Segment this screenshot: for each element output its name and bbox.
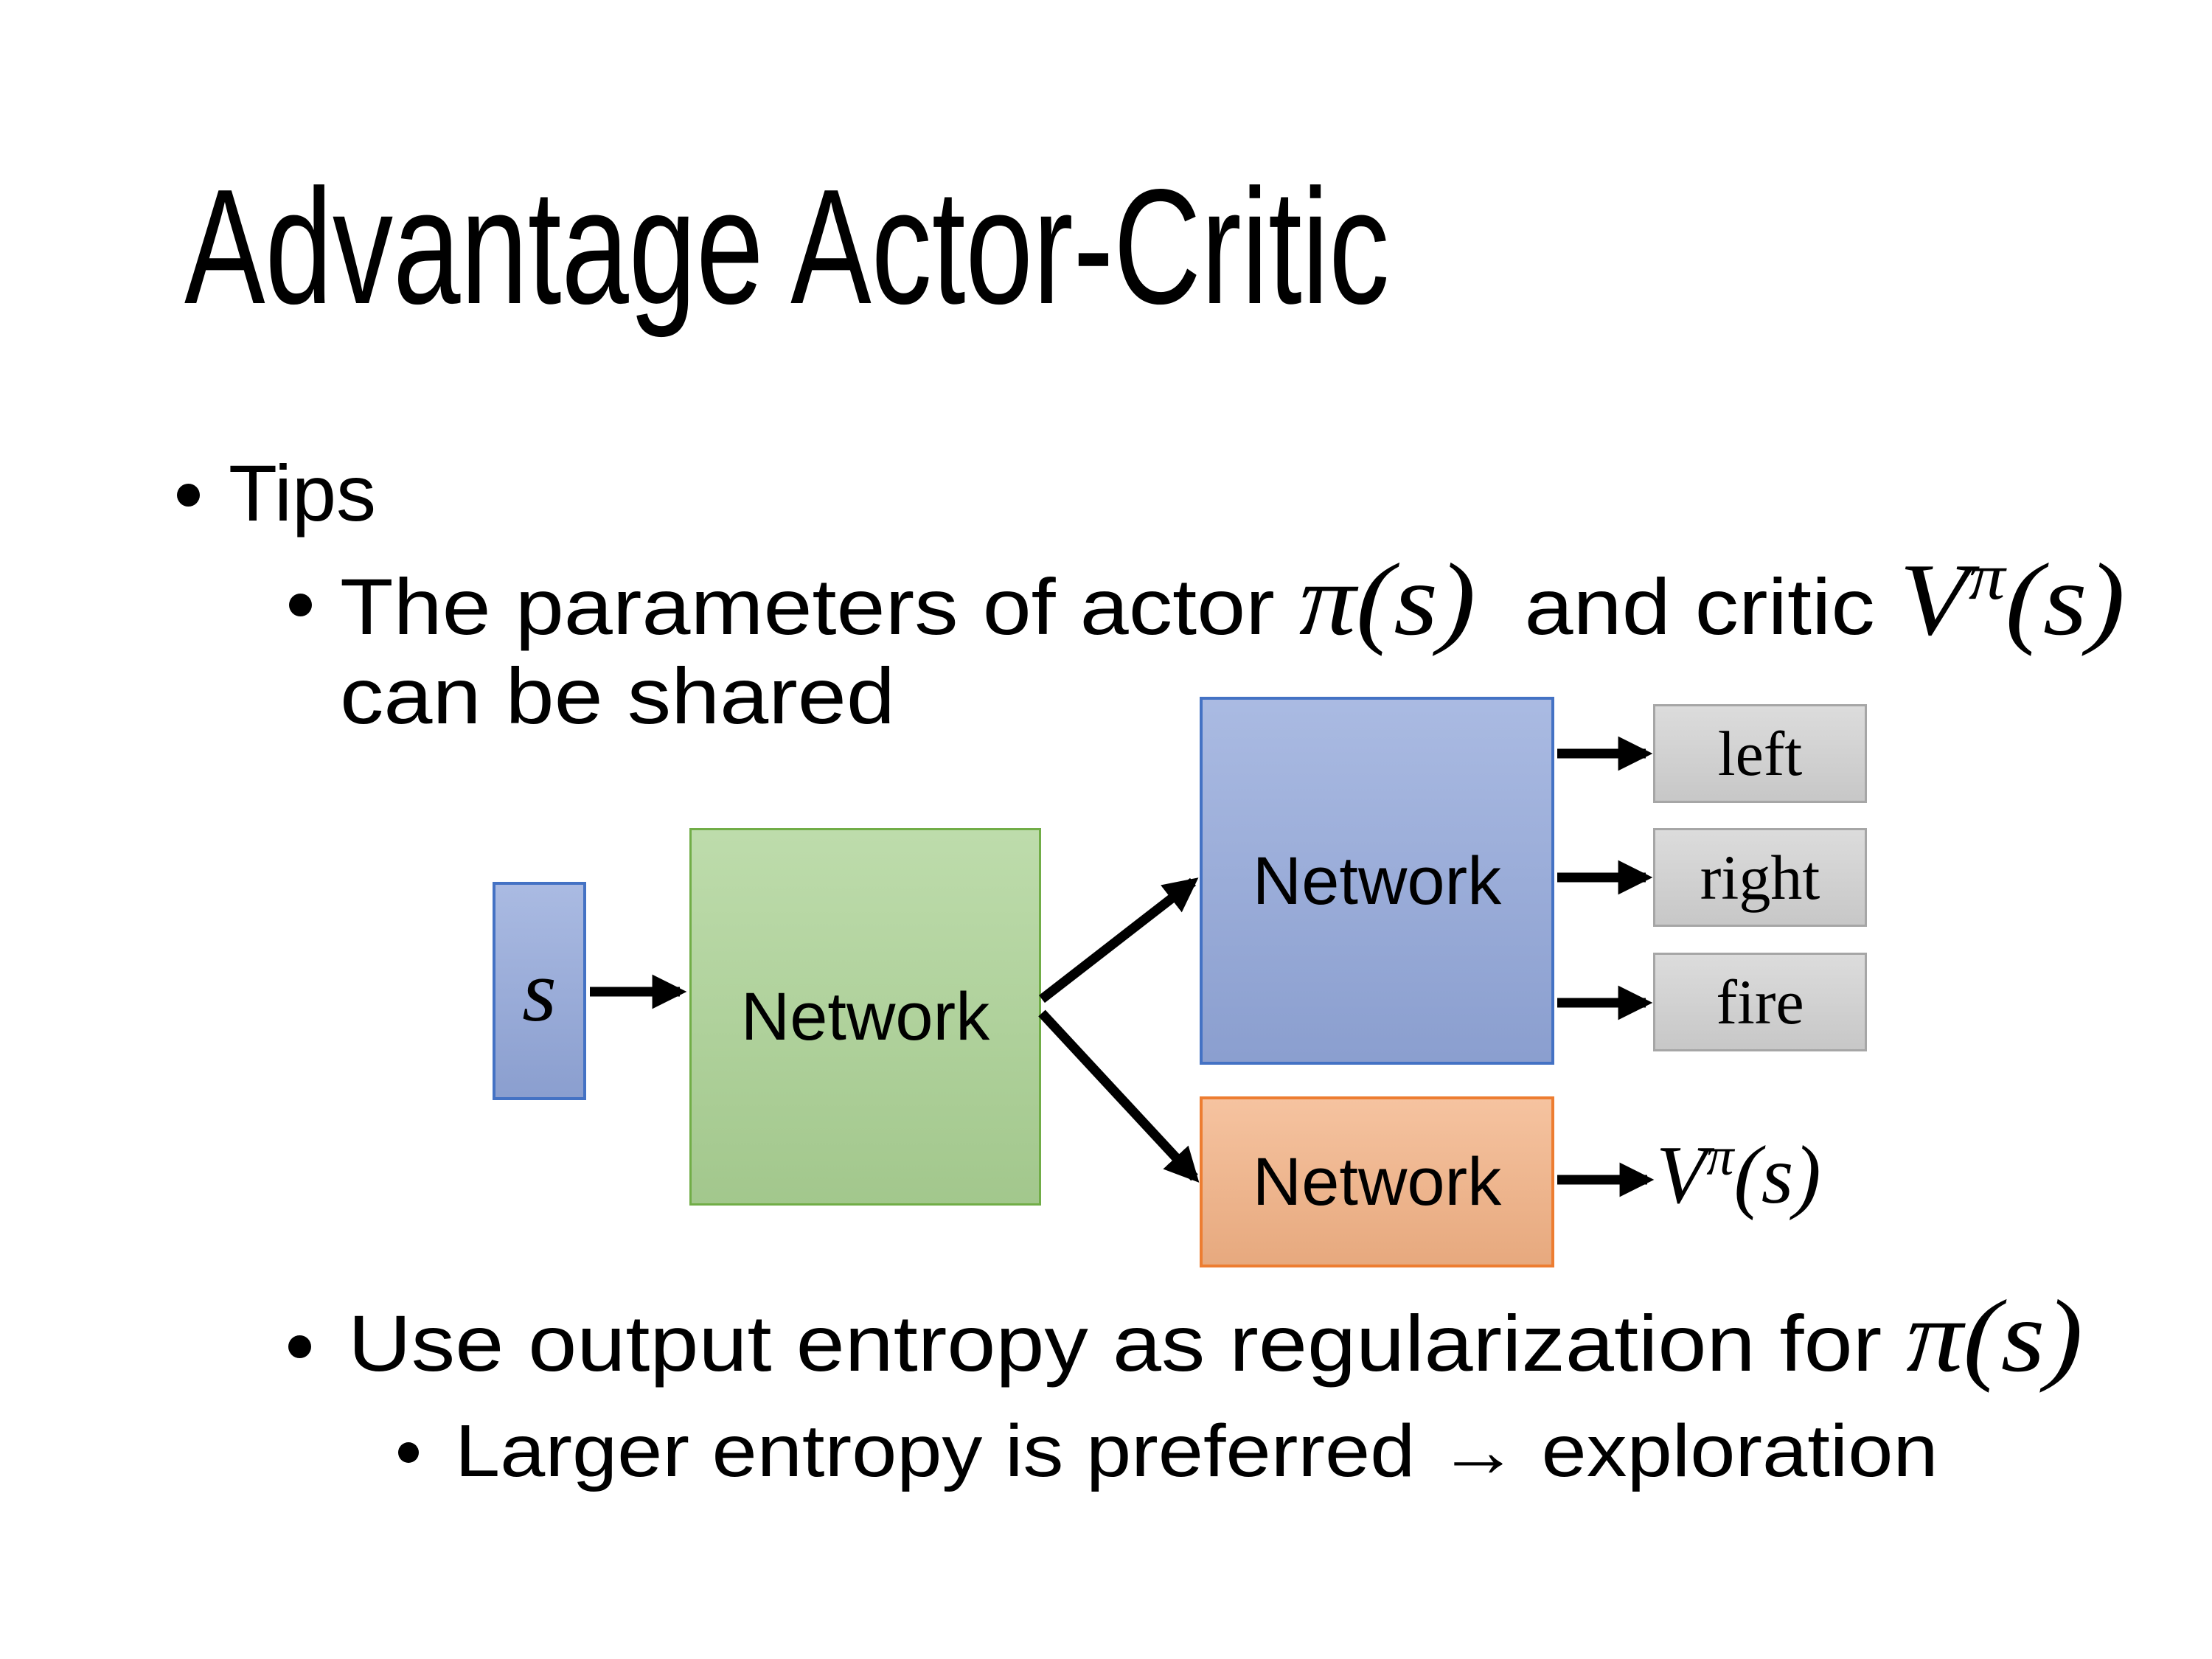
actor-network-label: Network <box>1252 843 1502 919</box>
math-critic-pi-sup: π <box>1968 540 2006 613</box>
action-fire-label: fire <box>1716 967 1804 1037</box>
action-fire-box: fire <box>1653 953 1867 1051</box>
value-sup: π <box>1706 1127 1734 1187</box>
input-state-box: s <box>493 882 586 1100</box>
bullet-tips: Tips <box>229 448 377 538</box>
arrow-shared-to-critic <box>1038 1009 1200 1183</box>
bullet-parameters-line: The parameters of actor π(s) and critic … <box>340 544 2125 652</box>
action-right-box: right <box>1653 828 1867 927</box>
bullet-entropy-line: Use output entropy as regularization for… <box>348 1285 2083 1388</box>
bullet-parameters-wrap-line: can be shared <box>340 651 895 740</box>
action-right-label: right <box>1700 842 1820 913</box>
value-args: (s) <box>1733 1130 1821 1221</box>
action-left-box: left <box>1653 704 1867 803</box>
critic-network-box: Network <box>1200 1096 1554 1267</box>
bullet-exploration-line: Larger entropy is preferred → exploratio… <box>455 1410 1938 1492</box>
text-run-middle: and critic <box>1475 562 1899 651</box>
shared-network-label: Network <box>740 979 990 1054</box>
math-pi-s: π(s) <box>1906 1279 2083 1394</box>
math-critic-args: (s) <box>2005 543 2126 657</box>
bullet-dot <box>177 484 200 507</box>
bullet-dot <box>289 594 312 616</box>
shared-network-box: Network <box>689 828 1041 1206</box>
bullet-dot <box>398 1442 419 1463</box>
bullet-dot <box>288 1335 311 1358</box>
value-base: V <box>1656 1130 1707 1221</box>
math-actor-pi-s: π(s) <box>1298 543 1476 657</box>
text-run-prefix: Use output entropy as regularization for <box>348 1298 1907 1388</box>
critic-network-label: Network <box>1252 1144 1502 1220</box>
math-critic-v: V <box>1899 543 1969 657</box>
actor-network-box: Network <box>1200 697 1554 1065</box>
arrow-shared-to-actor <box>1039 877 1199 1004</box>
slide-title: Advantage Actor-Critic <box>184 156 1390 338</box>
action-left-label: left <box>1717 718 1803 789</box>
input-state-label: s <box>522 942 557 1040</box>
value-output-label: Vπ(s) <box>1656 1130 1821 1217</box>
text-run-prefix: The parameters of actor <box>340 562 1299 651</box>
